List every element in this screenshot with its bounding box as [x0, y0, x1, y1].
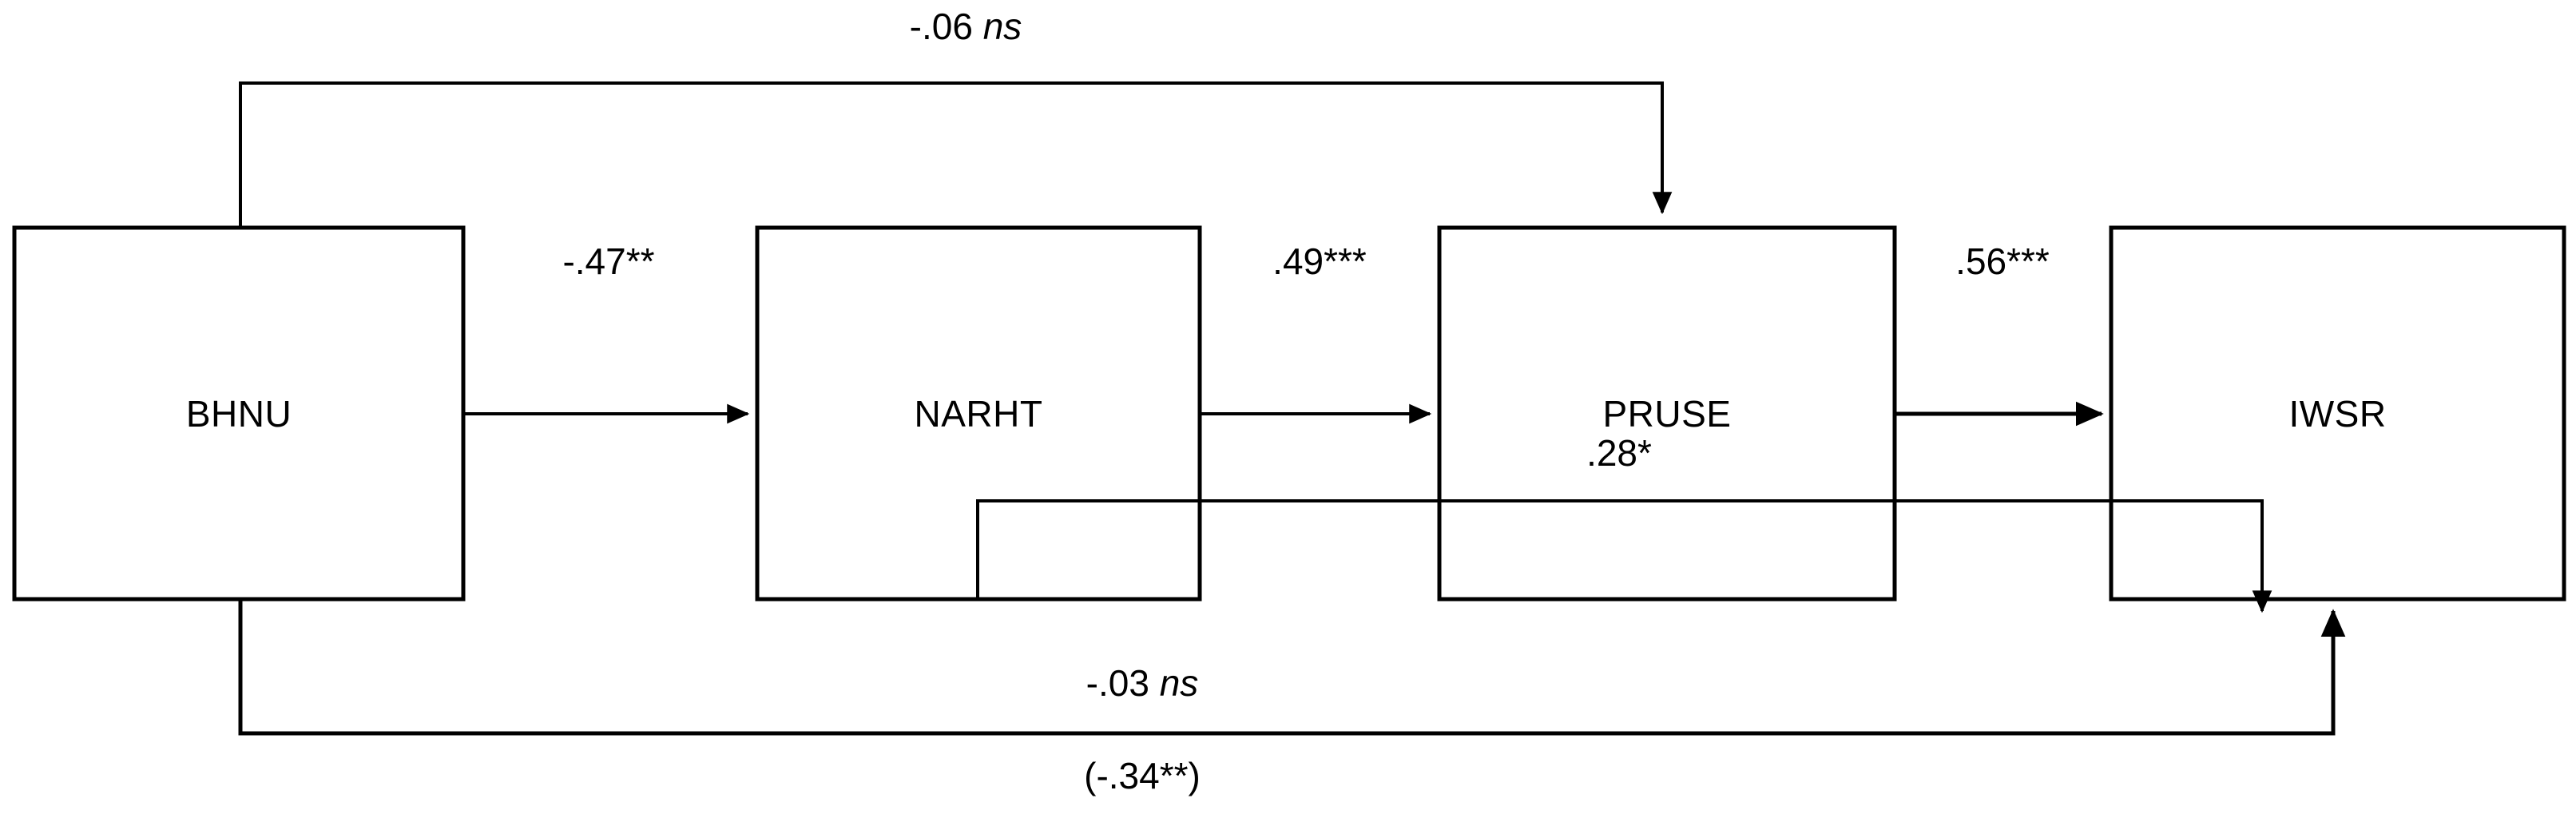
node-box-bhnu[interactable]: [12, 225, 466, 602]
path-label-narht-iwsr: .28*: [1586, 431, 1652, 475]
path-label-significance: ns: [1159, 662, 1199, 704]
arrow-bhnu-iwsr: [238, 599, 2346, 736]
path-label-text: (-.34**): [1084, 755, 1201, 796]
path-label-text: .56***: [1955, 240, 2050, 282]
path-label-text: -.06: [909, 6, 983, 47]
path-label-bhnu-pruse: -.06 ns: [910, 5, 1022, 48]
path-label-bhnu-narht: -.47**: [562, 240, 654, 283]
path-label-significance: ns: [982, 6, 1022, 47]
path-label-bhnu-iwsr: -.03 ns: [1086, 661, 1199, 705]
path-label-text: .49***: [1272, 240, 1367, 282]
arrow-bhnu-pruse: [239, 81, 1673, 228]
node-box-pruse[interactable]: [1437, 225, 1897, 602]
path-label-text: -.03: [1086, 662, 1160, 704]
arrow-narht-iwsr: [976, 499, 2272, 614]
node-box-iwsr[interactable]: [2109, 225, 2566, 602]
path-label-narht-pruse: .49***: [1272, 240, 1367, 283]
path-label-text: -.47**: [562, 240, 655, 282]
path-label-bhnu-iwsr-total: (-.34**): [1084, 754, 1201, 797]
path-label-pruse-iwsr: .56***: [1955, 240, 2050, 283]
path-label-text: .28*: [1586, 432, 1652, 474]
